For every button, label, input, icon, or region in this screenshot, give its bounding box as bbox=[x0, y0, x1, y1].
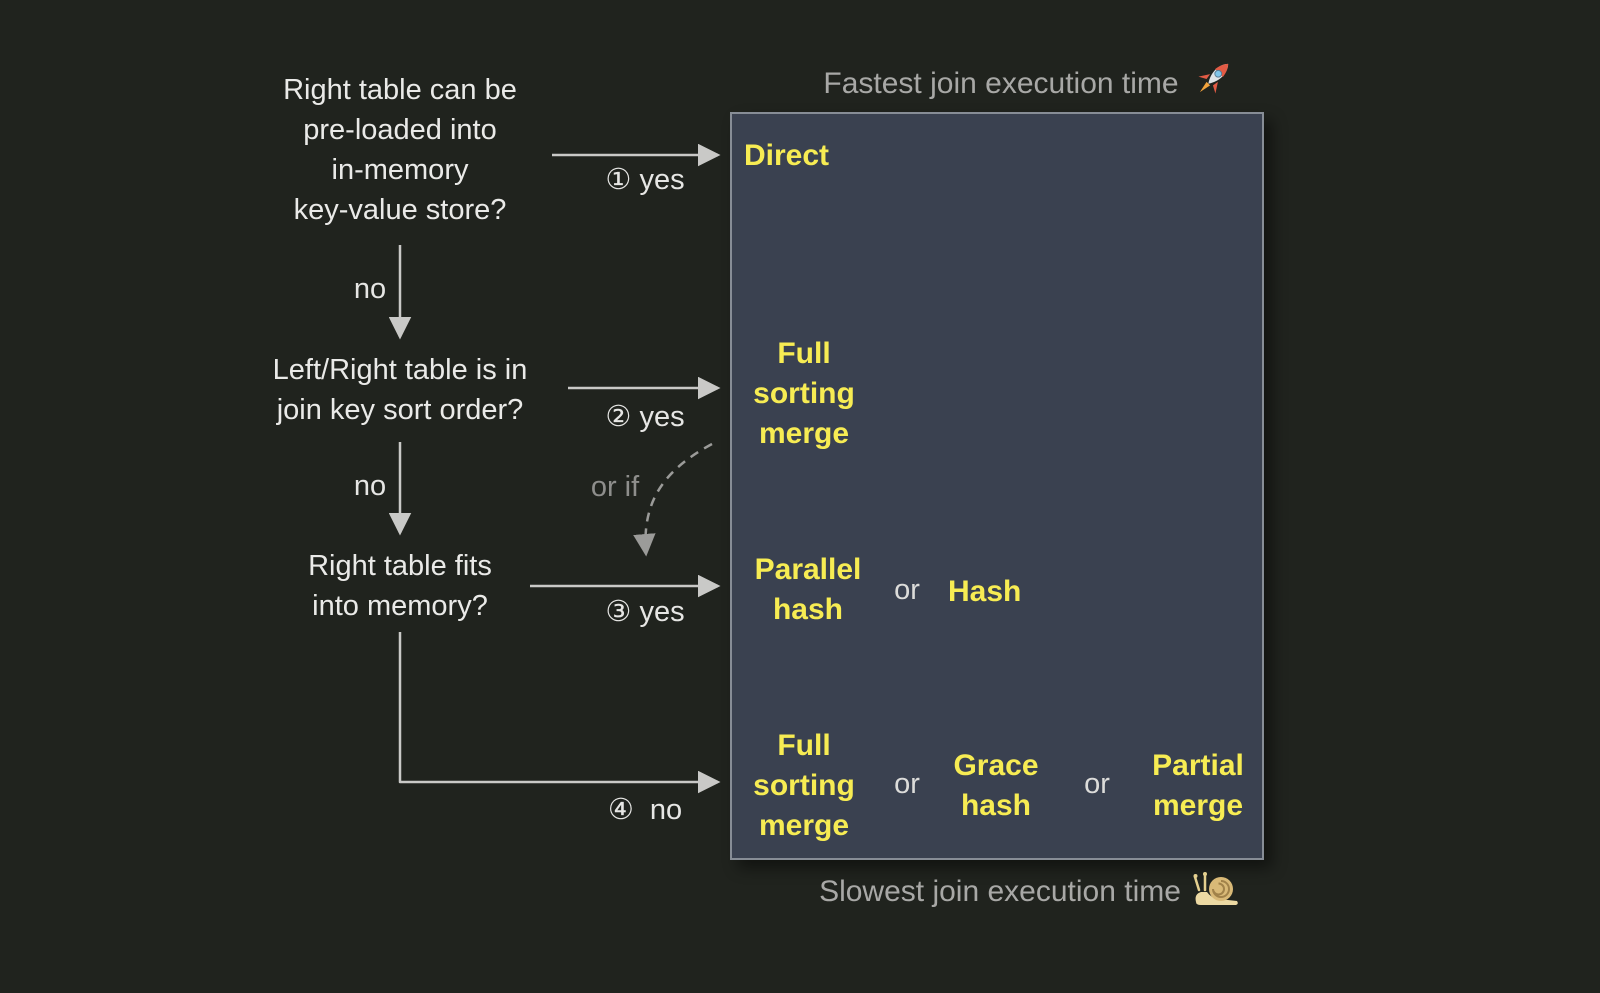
edge-label-no-2: no bbox=[353, 470, 387, 502]
algo-line: merge bbox=[1152, 789, 1244, 822]
edge-label-yes-3: ③ yes bbox=[605, 596, 685, 628]
algo-full-sorting-merge-top: Full sorting merge bbox=[736, 334, 872, 454]
or-separator-3: or bbox=[1084, 768, 1110, 800]
rocket-icon bbox=[1191, 58, 1237, 110]
algo-line: merge bbox=[758, 809, 850, 842]
question-line: Right table can be bbox=[283, 74, 517, 106]
algo-direct: Direct bbox=[744, 139, 830, 172]
algo-line: sorting bbox=[753, 769, 855, 802]
algo-grace-hash: Grace hash bbox=[936, 746, 1056, 826]
algo-line: hash bbox=[772, 593, 844, 626]
or-separator-2: or bbox=[894, 768, 920, 800]
edge-label-no-4: ④ no bbox=[607, 794, 683, 826]
fastest-caption-text: Fastest join execution time bbox=[823, 67, 1179, 100]
question-line: into memory? bbox=[312, 590, 488, 622]
algo-full-sorting-merge-bottom: Full sorting merge bbox=[736, 726, 872, 846]
algo-line: Parallel bbox=[754, 553, 862, 586]
algo-line: Partial bbox=[1152, 749, 1244, 782]
question-line: join key sort order? bbox=[276, 394, 524, 426]
algo-line: sorting bbox=[753, 377, 855, 410]
or-separator-1: or bbox=[894, 574, 920, 606]
question-sort-order: Left/Right table is in join key sort ord… bbox=[200, 350, 600, 430]
question-line: pre-loaded into bbox=[303, 114, 497, 146]
algo-line: Full bbox=[777, 337, 831, 370]
question-preloaded-kv-store: Right table can be pre-loaded into in-me… bbox=[220, 70, 580, 230]
algo-line: hash bbox=[960, 789, 1032, 822]
algo-line: merge bbox=[758, 417, 850, 450]
algo-line: Grace bbox=[953, 749, 1039, 782]
algo-line: Full bbox=[777, 729, 831, 762]
question-fits-memory: Right table fits into memory? bbox=[230, 546, 570, 626]
question-line: in-memory bbox=[331, 154, 469, 186]
edge-label-or-if: or if bbox=[590, 471, 640, 503]
algo-hash: Hash bbox=[948, 575, 1022, 608]
algo-parallel-hash: Parallel hash bbox=[736, 550, 880, 630]
snail-icon bbox=[1193, 868, 1241, 916]
edge-label-no-1: no bbox=[353, 273, 387, 305]
algorithms-panel: Direct Full sorting merge Parallel hash … bbox=[730, 112, 1264, 860]
slowest-caption-text: Slowest join execution time bbox=[819, 875, 1181, 908]
algo-partial-merge: Partial merge bbox=[1128, 746, 1268, 826]
edge-label-yes-1: ① yes bbox=[605, 164, 685, 196]
question-line: key-value store? bbox=[293, 194, 507, 226]
fastest-caption: Fastest join execution time bbox=[770, 58, 1290, 110]
arrow-no-4 bbox=[398, 632, 721, 794]
question-line: Left/Right table is in bbox=[272, 354, 528, 386]
question-line: Right table fits bbox=[308, 550, 492, 582]
edge-label-yes-2: ② yes bbox=[605, 401, 685, 433]
slowest-caption: Slowest join execution time bbox=[770, 868, 1290, 916]
